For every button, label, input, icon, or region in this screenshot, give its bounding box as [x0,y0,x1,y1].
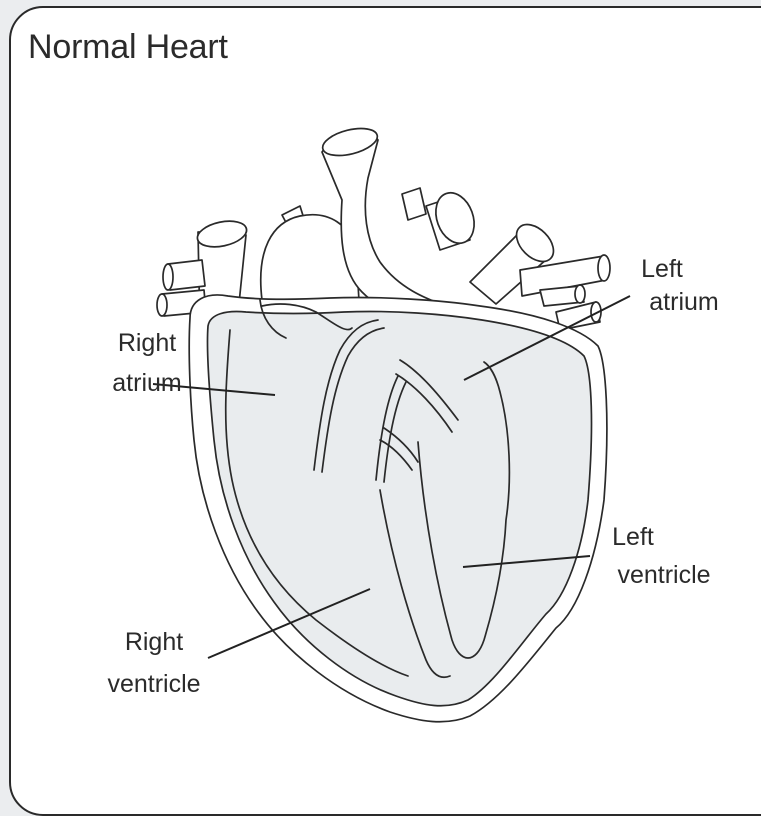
label-right-atrium-line1: Right [118,329,176,357]
heart-body [189,295,607,722]
label-right-atrium-line2: atrium [112,369,181,397]
heart-diagram: Right atrium Left atrium Left ventricle … [0,0,761,775]
label-left-atrium-line1: Left [641,255,683,283]
label-left-ventricle-line2: ventricle [617,561,710,589]
aortic-branch-right [402,188,426,220]
label-right-ventricle-line1: Right [125,628,183,656]
vein-opening [598,255,610,281]
vein-opening [163,264,173,290]
vein-opening [575,285,585,303]
label-left-atrium-line2: atrium [649,288,718,316]
label-left-ventricle-line1: Left [612,523,654,551]
vein-opening [157,294,167,316]
label-right-ventricle-line2: ventricle [107,670,200,698]
